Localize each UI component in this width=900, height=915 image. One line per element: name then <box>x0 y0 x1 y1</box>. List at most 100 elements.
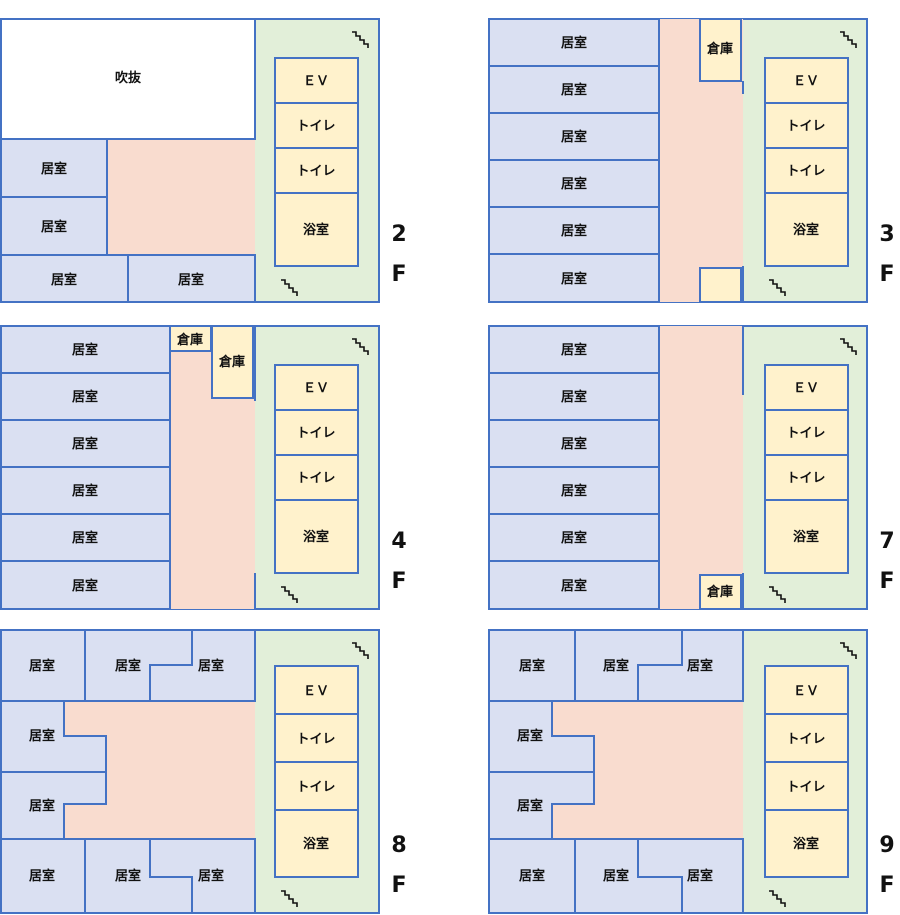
room <box>0 419 171 468</box>
stairs-icon <box>840 31 857 48</box>
floor-plan-7f: 居室 居室 居室 居室 居室 居室 倉庫 ＥＶ トイレ トイレ 浴室 <box>488 325 868 610</box>
floor-suffix: F <box>879 262 895 287</box>
service-label: トイレ <box>296 426 335 441</box>
room <box>488 325 660 374</box>
floor-plan-3f: 居室 居室 居室 居室 居室 居室 倉庫 ＥＶ トイレ トイレ 浴室 <box>488 18 868 303</box>
room <box>488 560 660 610</box>
service-label: 浴室 <box>793 529 819 545</box>
room <box>127 254 256 303</box>
floor-plan-4f: 居室 居室 居室 居室 居室 居室 倉庫 倉庫 ＥＶ トイレ トイレ 浴室 <box>0 325 380 610</box>
stairs-icon <box>769 890 786 907</box>
room-label: 居室 <box>29 728 55 744</box>
room-label: 吹抜 <box>115 70 142 86</box>
storage-room <box>699 267 742 303</box>
service-label: トイレ <box>786 426 825 441</box>
floor-number: 3 <box>879 222 895 247</box>
service-room <box>274 665 359 715</box>
service-room <box>764 713 849 763</box>
floor-suffix: F <box>391 262 407 287</box>
room-label: 居室 <box>603 868 629 884</box>
room-label: 居室 <box>178 272 204 288</box>
room-label: 居室 <box>561 436 587 452</box>
floor-plan-9f: 居室 居室 居室 居室 居室 居室 居室 居室 ＥＶ トイレ トイレ 浴室 <box>488 629 868 914</box>
room-label: 居室 <box>29 868 55 884</box>
floor-number: 7 <box>879 529 895 554</box>
stairs-icon <box>840 642 857 659</box>
floor-suffix: F <box>391 569 407 594</box>
room-label: 居室 <box>72 436 98 452</box>
storage-label: 倉庫 <box>706 584 733 600</box>
service-room <box>274 809 359 878</box>
stairs-icon <box>769 279 786 296</box>
room-label: 居室 <box>561 530 587 546</box>
room <box>488 18 660 67</box>
floor-number: 8 <box>391 833 407 858</box>
service-label: トイレ <box>296 732 335 747</box>
floor-number: 2 <box>391 222 407 247</box>
service-label: ＥＶ <box>303 684 329 699</box>
service-room <box>764 102 849 149</box>
service-label: 浴室 <box>303 529 329 545</box>
room-label: 居室 <box>51 272 77 288</box>
service-room <box>274 713 359 763</box>
service-label: ＥＶ <box>303 381 329 396</box>
room <box>488 466 660 515</box>
room-label: 居室 <box>561 82 587 98</box>
room <box>488 112 660 161</box>
service-room <box>274 409 359 456</box>
stairs-icon <box>769 586 786 603</box>
hall-area <box>659 326 743 609</box>
room-label: 居室 <box>603 658 629 674</box>
floor-number: 9 <box>879 833 895 858</box>
service-room <box>274 454 359 501</box>
service-room <box>764 147 849 194</box>
room-label: 居室 <box>687 658 713 674</box>
service-room <box>764 409 849 456</box>
floor-label-8f: 8 F <box>388 833 410 899</box>
service-room <box>274 499 359 574</box>
service-room <box>274 147 359 194</box>
service-label: トイレ <box>786 780 825 795</box>
floor-label-3f: 3 F <box>876 222 898 288</box>
service-label: ＥＶ <box>793 381 819 396</box>
room-label: 居室 <box>561 483 587 499</box>
room-label: 居室 <box>72 342 98 358</box>
room-label: 居室 <box>72 530 98 546</box>
service-room <box>764 192 849 267</box>
service-room <box>764 499 849 574</box>
floor-label-7f: 7 F <box>876 529 898 595</box>
floor-plan-2f: 吹抜 居室 居室 居室 居室 ＥＶ トイレ トイレ 浴室 <box>0 18 380 303</box>
service-label: 浴室 <box>793 836 819 852</box>
floor-label-2f: 2 F <box>388 222 410 288</box>
room-label: 居室 <box>519 868 545 884</box>
room-label: 居室 <box>519 658 545 674</box>
hall-area <box>552 701 743 839</box>
stairs-icon <box>352 31 369 48</box>
service-label: ＥＶ <box>793 74 819 89</box>
service-label: ＥＶ <box>793 684 819 699</box>
room <box>0 629 86 702</box>
stairs-icon <box>840 338 857 355</box>
service-label: 浴室 <box>793 222 819 238</box>
room <box>488 253 660 303</box>
room <box>0 513 171 562</box>
room <box>0 838 86 914</box>
room-label: 居室 <box>115 658 141 674</box>
room <box>488 159 660 208</box>
room <box>0 138 108 198</box>
stairs-icon <box>281 586 298 603</box>
floor-number: 4 <box>391 529 407 554</box>
room-label: 居室 <box>115 868 141 884</box>
room <box>488 206 660 255</box>
room-label: 居室 <box>561 129 587 145</box>
room-label: 居室 <box>41 219 67 235</box>
room <box>488 419 660 468</box>
room-label: 居室 <box>517 728 543 744</box>
room <box>0 254 129 303</box>
room-label: 居室 <box>72 389 98 405</box>
room-label: 居室 <box>561 389 587 405</box>
service-label: トイレ <box>786 732 825 747</box>
service-label: ＥＶ <box>303 74 329 89</box>
storage-room <box>699 18 742 82</box>
service-room <box>274 102 359 149</box>
